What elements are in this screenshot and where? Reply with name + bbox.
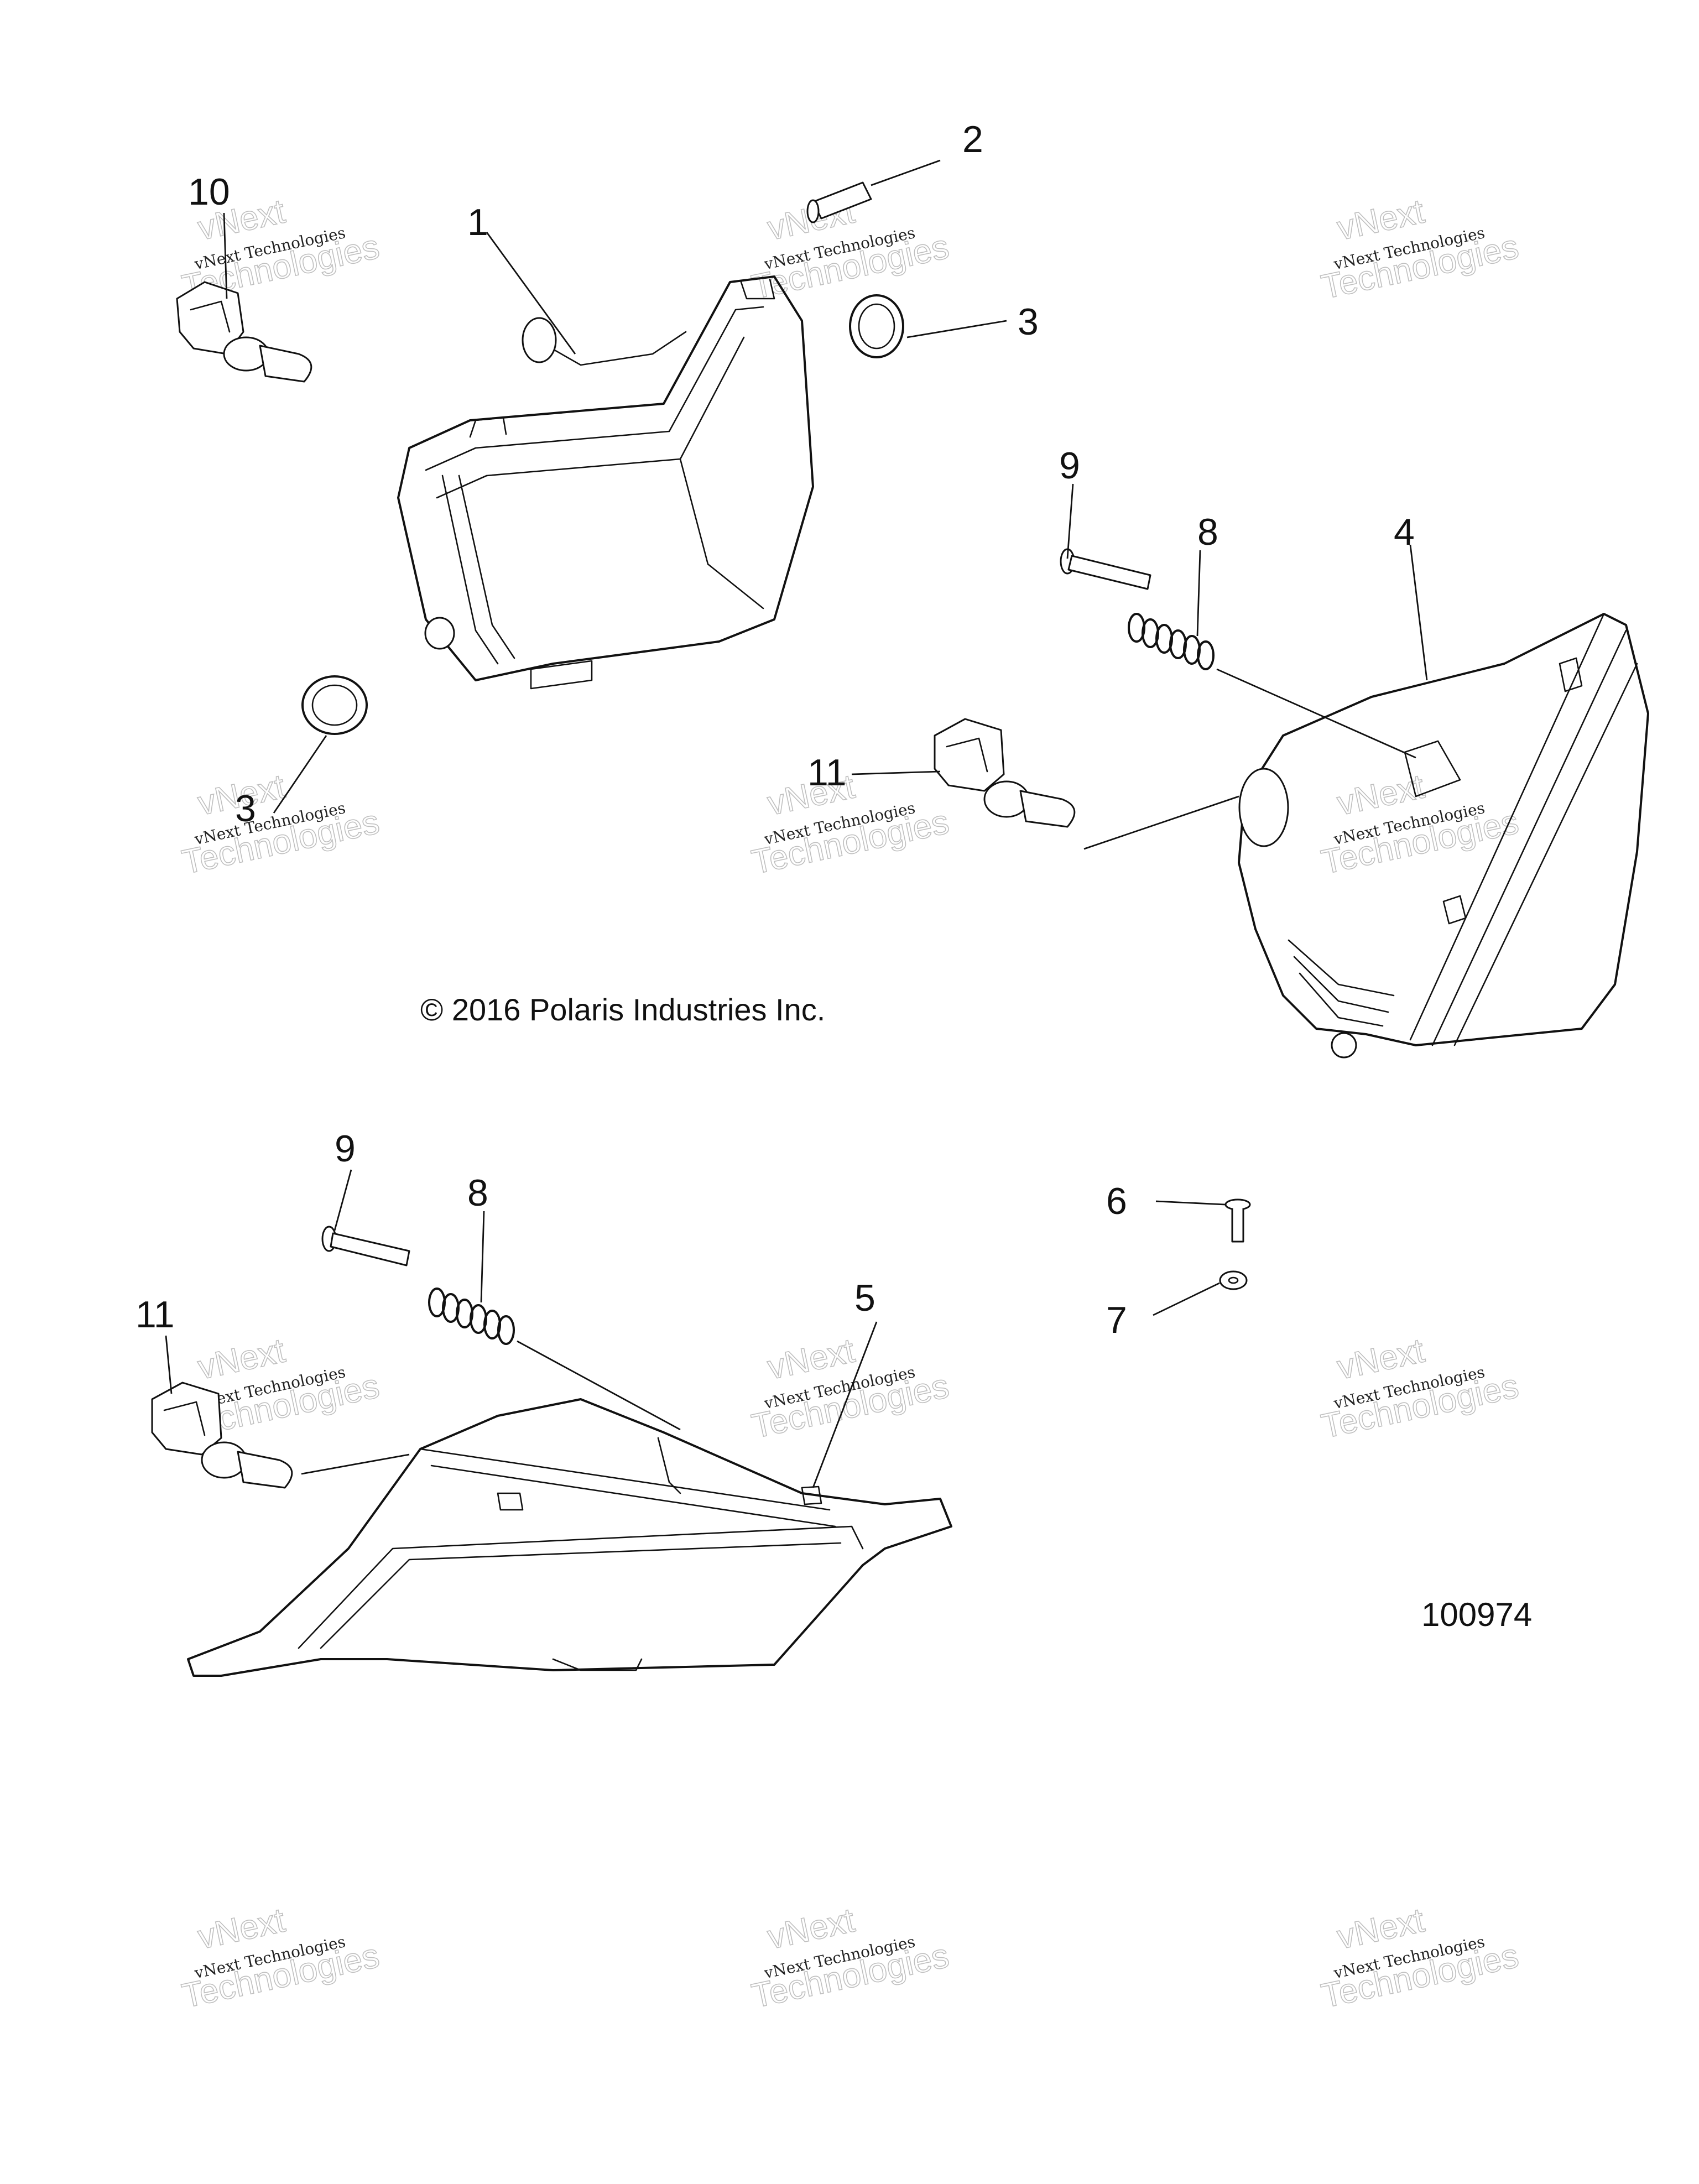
callout-2: 2 bbox=[962, 118, 983, 160]
part-11-bulb-lower bbox=[151, 1382, 293, 1489]
copyright-notice: © 2016 Polaris Industries Inc. bbox=[420, 992, 825, 1027]
callout-3: 3 bbox=[1018, 301, 1039, 343]
part-8-spring-lower bbox=[428, 1288, 515, 1345]
callout-1: 1 bbox=[467, 201, 488, 243]
watermark: vNext vNext Technologies Technologies bbox=[748, 1901, 953, 2016]
callout-3: 3 bbox=[235, 788, 256, 830]
part-8-spring-upper bbox=[1128, 613, 1215, 670]
leader-lines bbox=[165, 159, 1428, 1488]
part-9-pin-upper bbox=[1060, 548, 1151, 590]
callout-9: 9 bbox=[335, 1128, 356, 1170]
callout-5: 5 bbox=[854, 1277, 875, 1319]
watermarks: vNext vNext Technologies Technologies vN… bbox=[179, 192, 1523, 2016]
part-3-o-ring-left bbox=[301, 675, 368, 735]
callout-9: 9 bbox=[1059, 445, 1080, 487]
part-5-headlight-housing bbox=[187, 1398, 952, 1677]
part-7-washer bbox=[1219, 1270, 1248, 1290]
part-1-headlight-housing bbox=[397, 275, 814, 690]
part-2-push-pin bbox=[806, 181, 872, 223]
part-10-bulb bbox=[176, 281, 312, 383]
part-4-headlight-housing bbox=[1238, 613, 1649, 1059]
watermark: vNext vNext Technologies Technologies bbox=[1318, 192, 1523, 307]
callout-8: 8 bbox=[467, 1172, 488, 1214]
part-3-o-ring-top bbox=[849, 294, 904, 358]
callout-7: 7 bbox=[1106, 1299, 1127, 1341]
callout-11: 11 bbox=[807, 752, 847, 794]
diagram-part-number: 100974 bbox=[1421, 1596, 1532, 1633]
callout-6: 6 bbox=[1106, 1180, 1127, 1222]
watermark: vNext vNext Technologies Technologies bbox=[1318, 1331, 1523, 1446]
callout-labels: 1 2 3 3 4 5 6 7 8 8 9 9 10 11 11 bbox=[135, 118, 1415, 1341]
watermark: vNext vNext Technologies Technologies bbox=[179, 767, 383, 882]
callout-8: 8 bbox=[1197, 511, 1218, 553]
part-9-pin-lower bbox=[321, 1226, 410, 1266]
watermark: vNext vNext Technologies Technologies bbox=[1318, 1901, 1523, 2016]
callout-10: 10 bbox=[188, 171, 230, 213]
part-6-screw bbox=[1224, 1198, 1251, 1243]
callout-11: 11 bbox=[135, 1294, 175, 1336]
watermark: vNext vNext Technologies Technologies bbox=[1318, 767, 1523, 882]
callout-4: 4 bbox=[1394, 511, 1415, 553]
watermark: vNext vNext Technologies Technologies bbox=[179, 1901, 383, 2016]
part-11-bulb-upper bbox=[934, 718, 1076, 828]
watermark: vNext vNext Technologies Technologies bbox=[748, 1331, 953, 1446]
